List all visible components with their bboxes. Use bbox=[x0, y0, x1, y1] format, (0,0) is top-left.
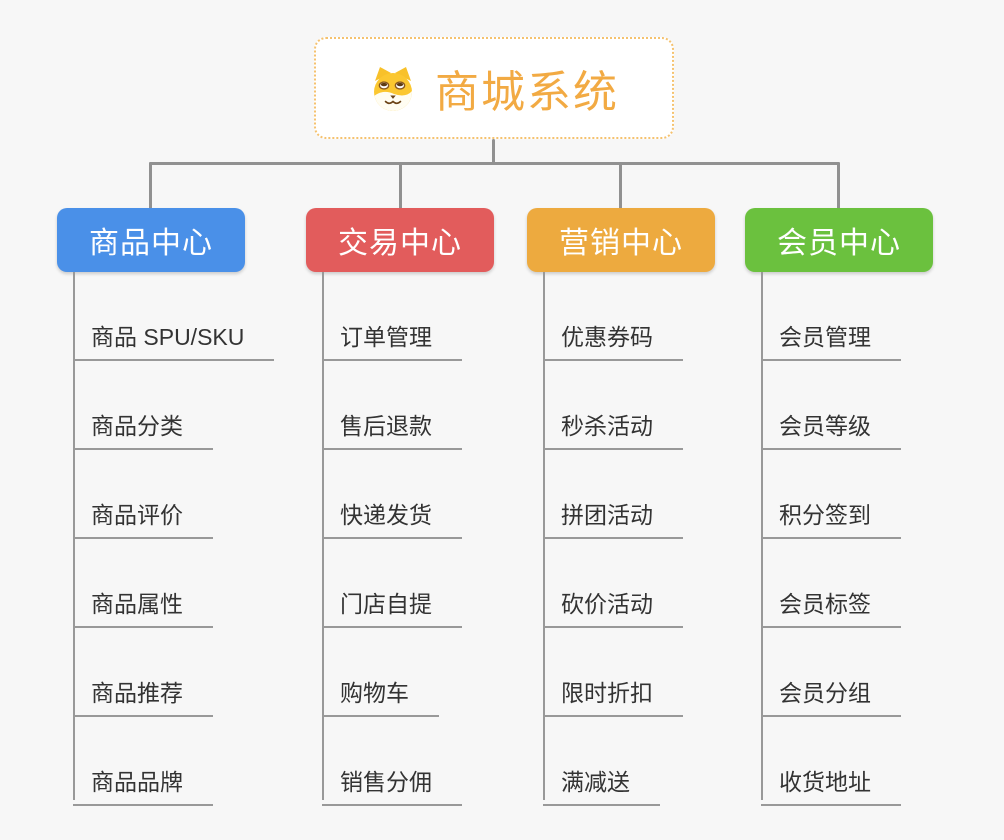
dog-face-icon bbox=[369, 64, 417, 112]
branch-product-center: 商品中心 商品 SPU/SKU 商品分类 商品评价 商品属性 商品推荐 商品品牌 bbox=[57, 208, 307, 806]
branch-node[interactable]: 交易中心 bbox=[306, 208, 494, 272]
leaf-node[interactable]: 商品 SPU/SKU bbox=[73, 318, 275, 361]
branch-node-label: 交易中心 bbox=[338, 227, 462, 260]
leaf-row: 秒杀活动 bbox=[543, 361, 777, 450]
leaf-node[interactable]: 会员管理 bbox=[761, 318, 901, 361]
leaf-row: 会员标签 bbox=[761, 539, 995, 628]
connector-branch-4-stub bbox=[837, 162, 840, 209]
leaf-row: 砍价活动 bbox=[543, 539, 777, 628]
branch-node[interactable]: 营销中心 bbox=[527, 208, 715, 272]
leaf-node[interactable]: 会员等级 bbox=[761, 407, 901, 450]
leaf-row: 商品品牌 bbox=[73, 717, 307, 806]
branch-member-center: 会员中心 会员管理 会员等级 积分签到 会员标签 会员分组 收货地址 bbox=[745, 208, 995, 806]
leaf-row: 收货地址 bbox=[761, 717, 995, 806]
leaf-row: 会员分组 bbox=[761, 628, 995, 717]
branch-node[interactable]: 商品中心 bbox=[57, 208, 245, 272]
leaf-node[interactable]: 积分签到 bbox=[761, 496, 901, 539]
connector-horizontal bbox=[149, 162, 840, 165]
connector-branch-2-stub bbox=[399, 162, 402, 209]
branch-node-label: 商品中心 bbox=[89, 227, 213, 260]
leaf-row: 拼团活动 bbox=[543, 450, 777, 539]
leaf-node[interactable]: 秒杀活动 bbox=[543, 407, 683, 450]
leaf-row: 会员等级 bbox=[761, 361, 995, 450]
leaf-row: 快递发货 bbox=[322, 450, 556, 539]
leaf-node[interactable]: 门店自提 bbox=[322, 585, 462, 628]
branch-list: 商品 SPU/SKU 商品分类 商品评价 商品属性 商品推荐 商品品牌 bbox=[73, 272, 307, 806]
leaf-node[interactable]: 商品推荐 bbox=[73, 674, 213, 717]
branch-trunk-line bbox=[761, 272, 763, 800]
root-node[interactable]: 商城系统 bbox=[314, 37, 674, 139]
branch-list: 会员管理 会员等级 积分签到 会员标签 会员分组 收货地址 bbox=[761, 272, 995, 806]
leaf-row: 满减送 bbox=[543, 717, 777, 806]
leaf-node[interactable]: 会员标签 bbox=[761, 585, 901, 628]
leaf-node[interactable]: 商品品牌 bbox=[73, 763, 213, 806]
branch-trunk-line bbox=[73, 272, 75, 800]
leaf-node[interactable]: 会员分组 bbox=[761, 674, 901, 717]
branch-marketing-center: 营销中心 优惠券码 秒杀活动 拼团活动 砍价活动 限时折扣 满减送 bbox=[527, 208, 777, 806]
leaf-row: 商品推荐 bbox=[73, 628, 307, 717]
leaf-row: 销售分佣 bbox=[322, 717, 556, 806]
branch-node-label: 营销中心 bbox=[559, 227, 683, 260]
branch-list: 订单管理 售后退款 快递发货 门店自提 购物车 销售分佣 bbox=[322, 272, 556, 806]
leaf-node[interactable]: 满减送 bbox=[543, 763, 660, 806]
leaf-row: 会员管理 bbox=[761, 272, 995, 361]
branch-list: 优惠券码 秒杀活动 拼团活动 砍价活动 限时折扣 满减送 bbox=[543, 272, 777, 806]
leaf-row: 优惠券码 bbox=[543, 272, 777, 361]
leaf-row: 积分签到 bbox=[761, 450, 995, 539]
branch-node-label: 会员中心 bbox=[777, 227, 901, 260]
branch-node[interactable]: 会员中心 bbox=[745, 208, 933, 272]
leaf-node[interactable]: 订单管理 bbox=[322, 318, 462, 361]
branch-trunk-line bbox=[543, 272, 545, 800]
leaf-node[interactable]: 快递发货 bbox=[322, 496, 462, 539]
root-title: 商城系统 bbox=[435, 68, 619, 117]
leaf-row: 售后退款 bbox=[322, 361, 556, 450]
leaf-row: 订单管理 bbox=[322, 272, 556, 361]
leaf-node[interactable]: 商品评价 bbox=[73, 496, 213, 539]
leaf-node[interactable]: 销售分佣 bbox=[322, 763, 462, 806]
leaf-row: 限时折扣 bbox=[543, 628, 777, 717]
connector-branch-3-stub bbox=[619, 162, 622, 209]
leaf-node[interactable]: 优惠券码 bbox=[543, 318, 683, 361]
leaf-node[interactable]: 拼团活动 bbox=[543, 496, 683, 539]
leaf-node[interactable]: 收货地址 bbox=[761, 763, 901, 806]
leaf-row: 商品评价 bbox=[73, 450, 307, 539]
leaf-row: 商品分类 bbox=[73, 361, 307, 450]
leaf-row: 门店自提 bbox=[322, 539, 556, 628]
branch-trunk-line bbox=[322, 272, 324, 800]
leaf-node[interactable]: 商品分类 bbox=[73, 407, 213, 450]
leaf-node[interactable]: 限时折扣 bbox=[543, 674, 683, 717]
leaf-node[interactable]: 购物车 bbox=[322, 674, 439, 717]
leaf-node[interactable]: 售后退款 bbox=[322, 407, 462, 450]
leaf-row: 购物车 bbox=[322, 628, 556, 717]
branch-trade-center: 交易中心 订单管理 售后退款 快递发货 门店自提 购物车 销售分佣 bbox=[306, 208, 556, 806]
leaf-node[interactable]: 砍价活动 bbox=[543, 585, 683, 628]
leaf-row: 商品属性 bbox=[73, 539, 307, 628]
leaf-node[interactable]: 商品属性 bbox=[73, 585, 213, 628]
connector-branch-1-stub bbox=[149, 162, 152, 209]
leaf-row: 商品 SPU/SKU bbox=[73, 272, 307, 361]
connector-root-stub bbox=[492, 139, 495, 164]
